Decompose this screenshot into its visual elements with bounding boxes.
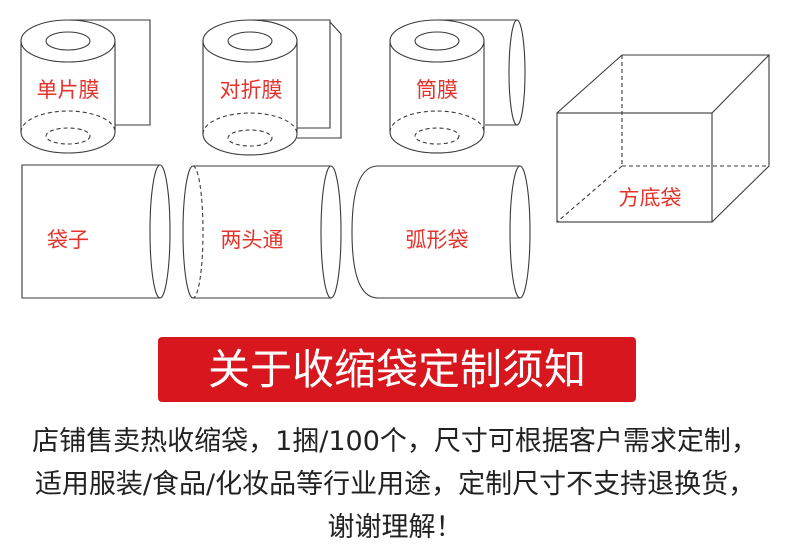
folded-film-roll-bottom-front xyxy=(202,133,298,156)
tube-film-roll-bottom-back xyxy=(389,110,485,133)
cube-front-face xyxy=(556,112,713,223)
single-film-roll-bottom-front xyxy=(20,131,116,154)
tube-film-roll-core xyxy=(414,31,460,51)
single-film-sheet xyxy=(68,19,151,126)
customization-notice-text: 店铺售卖热收缩袋，1捆/100个，尺寸可根据客户需求定制， 适用服装/食品/化妆… xyxy=(0,420,790,549)
cube-top-face xyxy=(556,54,771,114)
tube-film-roll-top xyxy=(389,19,485,63)
folded-film-roll-top xyxy=(202,19,298,63)
single-film-roll-bottom-back xyxy=(20,110,116,133)
single-film-roll-top xyxy=(20,19,116,63)
notice-line-1: 店铺售卖热收缩袋，1捆/100个，尺寸可根据客户需求定制， xyxy=(32,426,758,457)
folded-film-roll-core-bottom xyxy=(227,129,273,147)
single-film-roll: 单片膜 xyxy=(20,19,151,154)
tube-film-sheet xyxy=(437,19,517,126)
notice-line-2: 适用服装/食品/化妆品等行业用途，定制尺寸不支持退换货， xyxy=(34,469,756,500)
tube-film-label: 筒膜 xyxy=(416,78,458,102)
open-both-ends-edges xyxy=(193,165,331,299)
single-film-roll-core-bottom xyxy=(45,127,91,145)
film-types-diagram: 单片膜 对折膜 筒膜 方底袋 xyxy=(20,19,771,299)
tube-film-roll-core-bottom xyxy=(414,127,460,145)
tube-film-roll-bottom-front xyxy=(389,131,485,154)
bag-outline xyxy=(21,164,160,299)
curved-bag-opening xyxy=(509,165,531,299)
single-film-label: 单片膜 xyxy=(37,78,100,102)
bag-shape: 袋子 xyxy=(21,164,171,299)
folded-film-sheet-back xyxy=(297,21,342,139)
open-both-ends-label: 两头通 xyxy=(221,228,284,252)
folded-film-roll: 对折膜 xyxy=(202,19,342,156)
open-both-ends-shape: 两头通 xyxy=(182,165,342,299)
curved-bag-label: 弧形袋 xyxy=(406,228,469,252)
single-film-roll-core xyxy=(45,31,91,51)
folded-film-label: 对折膜 xyxy=(220,78,283,102)
cube-hidden-left-bottom-edge xyxy=(556,165,623,223)
folded-film-roll-core xyxy=(227,31,273,51)
notice-line-3: 谢谢理解！ xyxy=(327,512,463,543)
tube-film-roll: 筒膜 xyxy=(389,19,526,154)
open-both-ends-right-opening xyxy=(320,165,342,299)
square-bottom-bag-label: 方底袋 xyxy=(619,186,682,210)
bag-label: 袋子 xyxy=(47,228,89,252)
tube-film-sheet-end xyxy=(508,19,526,126)
bag-opening xyxy=(149,164,171,299)
curved-bag-shape: 弧形袋 xyxy=(351,165,531,299)
customization-notice-banner: 关于收缩袋定制须知 xyxy=(158,337,636,402)
open-both-ends-left-back-arc xyxy=(192,165,204,299)
open-both-ends-left-front-arc xyxy=(182,165,194,299)
folded-film-sheet-front xyxy=(250,19,331,129)
cube-right-face xyxy=(711,55,770,223)
folded-film-roll-bottom-back xyxy=(202,112,298,135)
curved-bag-outline xyxy=(351,165,520,299)
square-bottom-bag-cube: 方底袋 xyxy=(556,54,771,223)
